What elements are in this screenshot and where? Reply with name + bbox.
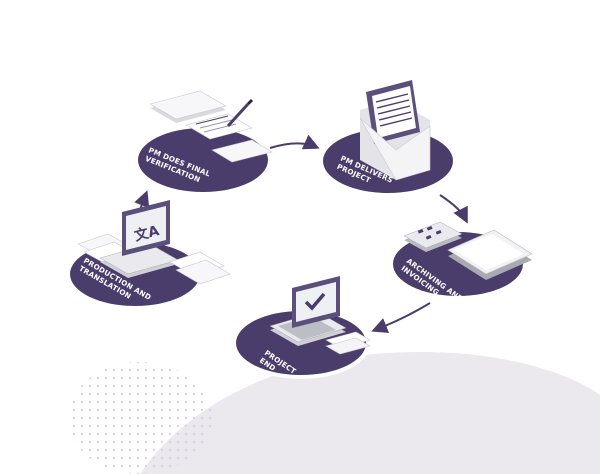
background-blob <box>140 352 600 474</box>
envelope-icon <box>359 80 431 181</box>
step-verification: PM DOES FINAL VERIFICATION <box>133 90 273 196</box>
dot-pattern <box>68 362 212 474</box>
arrow-delivers-to-archiving <box>439 194 468 224</box>
step-production: 文A PRODUCTION AND TRANSLATION <box>65 200 231 310</box>
translate-glyph: 文A <box>133 222 161 245</box>
laptop-check-icon <box>269 276 371 355</box>
laptop-translate-icon: 文A <box>77 200 231 285</box>
calculator-folder-icon <box>403 221 533 280</box>
arrow-archiving-to-end <box>371 302 431 333</box>
arrow-verification-to-delivers <box>269 134 320 150</box>
step-end: PROJECT END <box>231 276 371 379</box>
documents-with-pen-icon <box>149 90 273 163</box>
step-archiving: ARCHIVING AND INVOICING <box>388 221 533 304</box>
step-delivers: PM DELIVERS PROJECT <box>318 80 458 197</box>
